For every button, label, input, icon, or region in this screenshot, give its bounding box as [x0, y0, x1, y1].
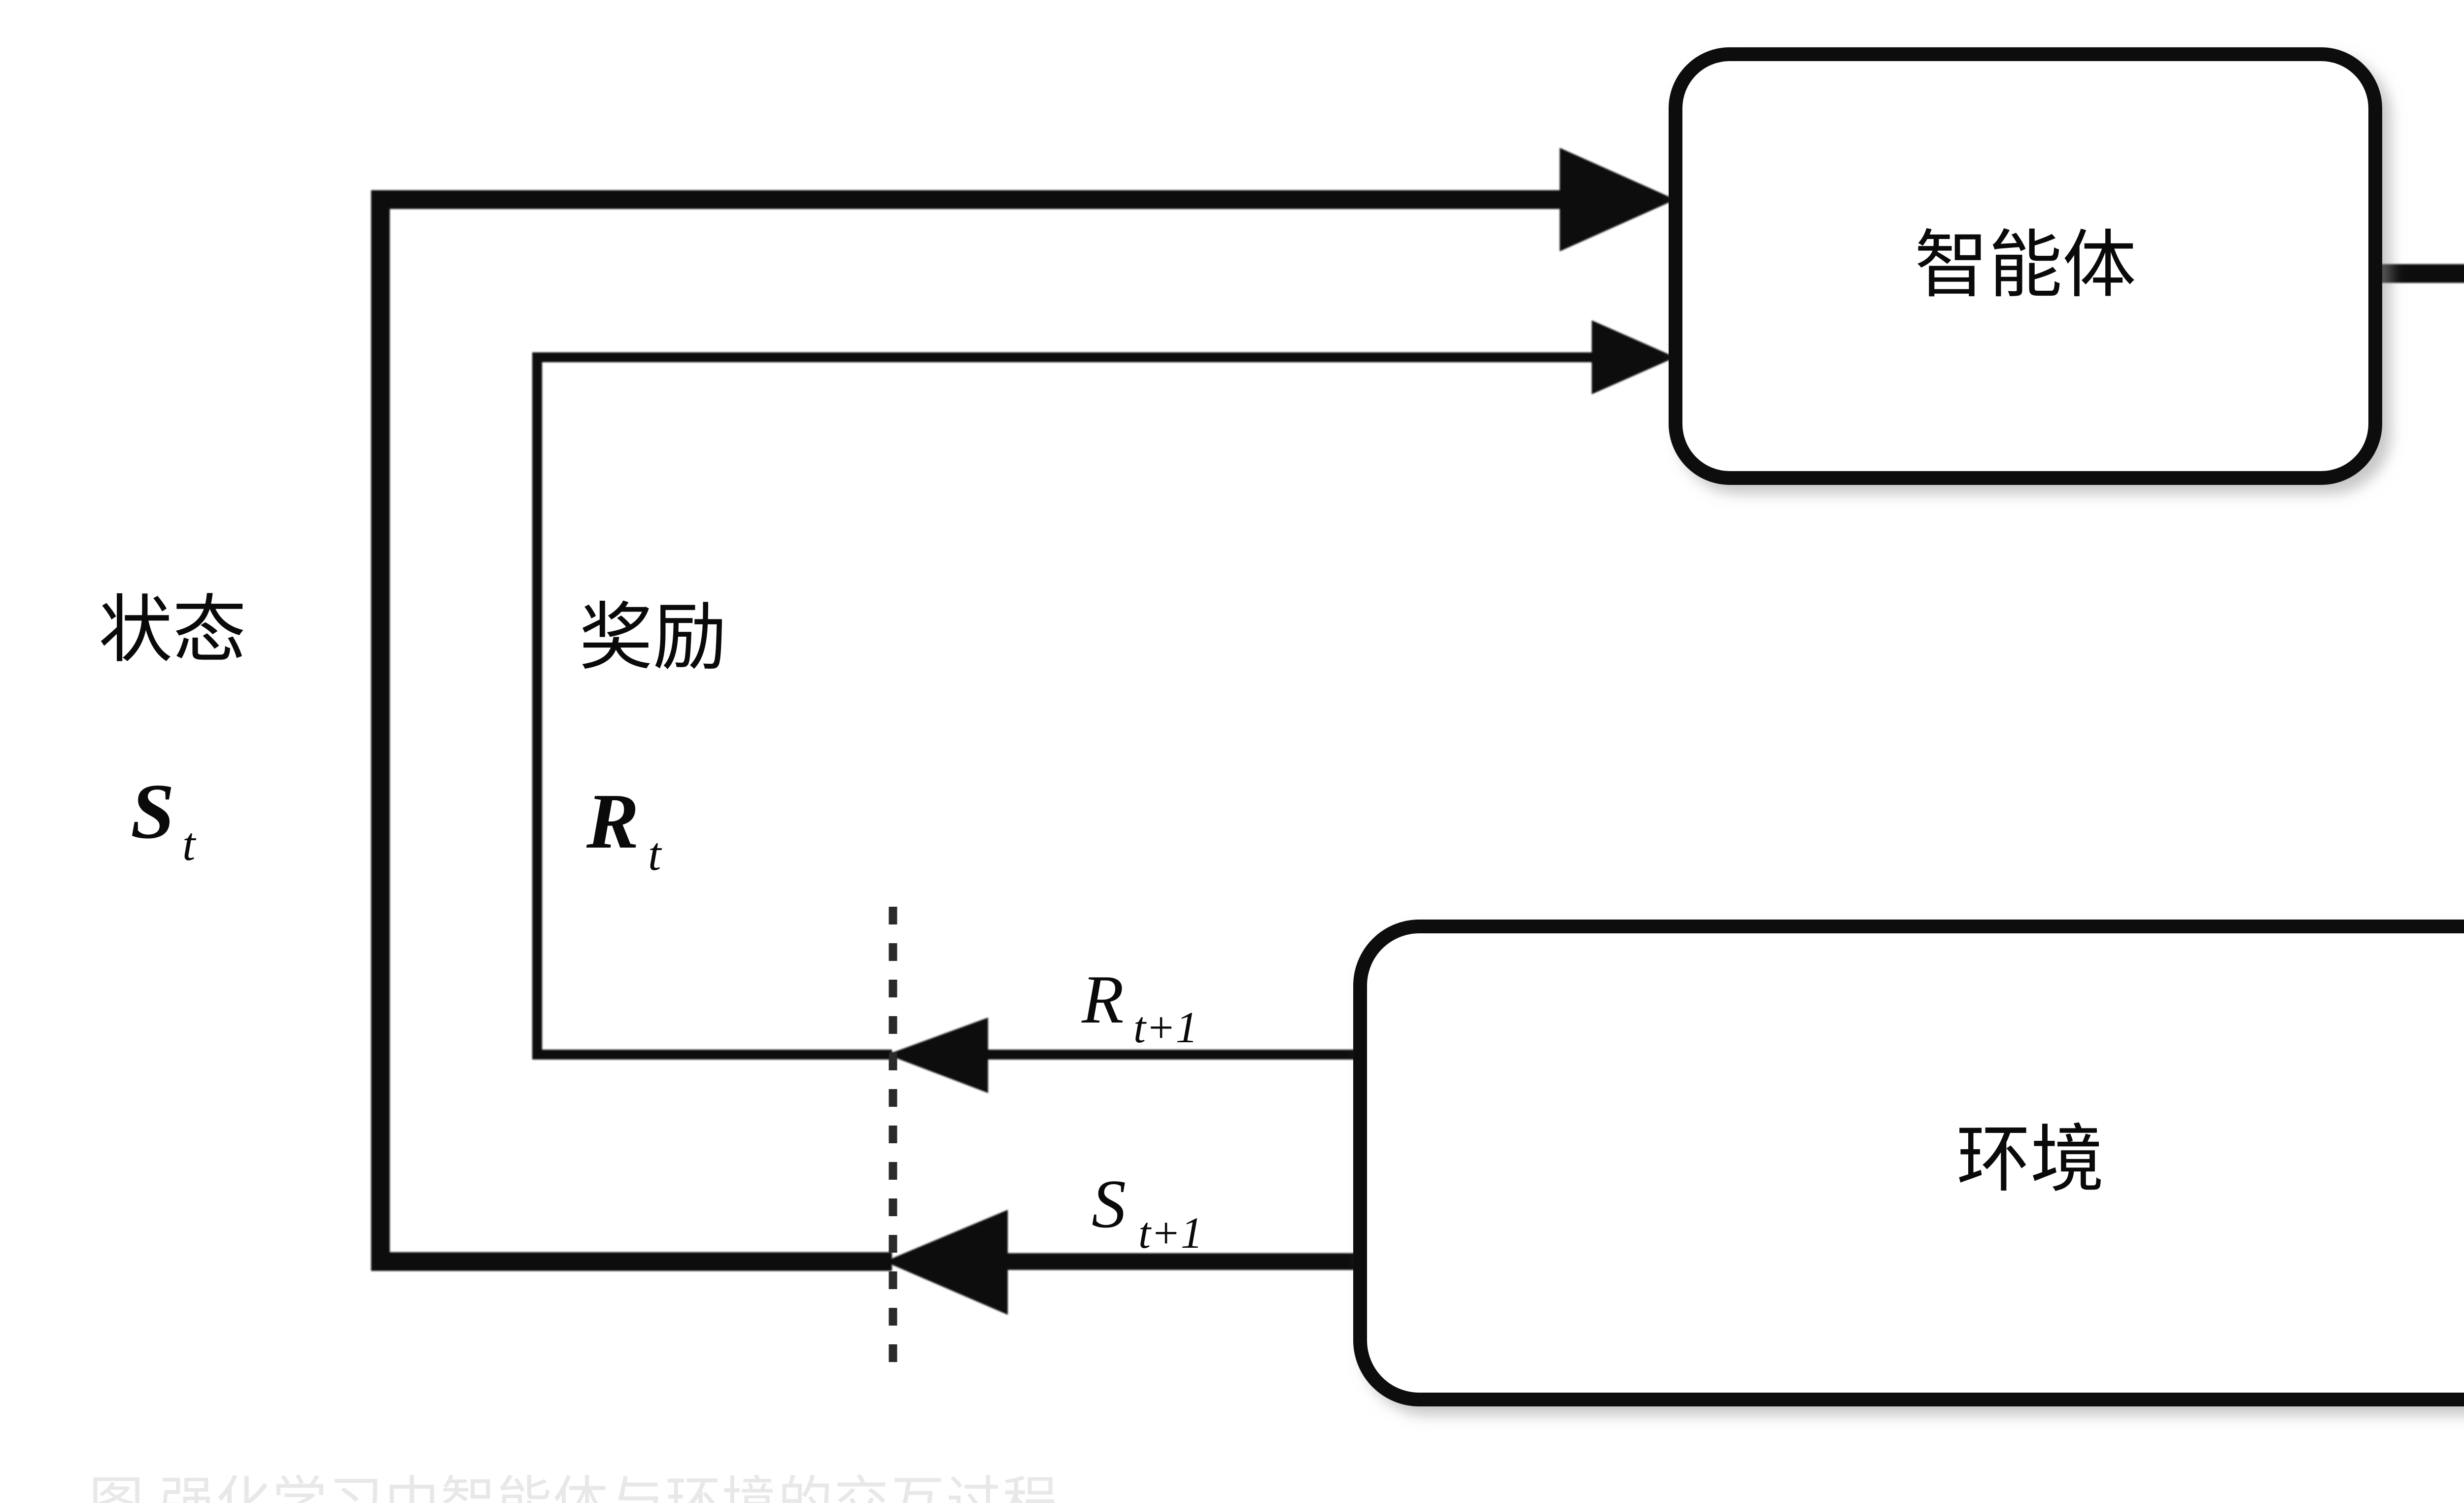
- state-feedback-path: [371, 148, 1676, 1271]
- environment-box[interactable]: [1353, 920, 2464, 1406]
- state-next-label-group: S t+1: [1092, 1166, 1203, 1258]
- environment-node[interactable]: 环境: [1353, 920, 2464, 1406]
- state-arrowhead-into-agent: [1560, 148, 1676, 251]
- figure-caption: 图 强化学习中智能体与环境的交互过程: [89, 1472, 1059, 1503]
- reward-next-symbol: R: [1081, 961, 1124, 1038]
- reward-label-group: 奖励 R t: [579, 597, 727, 880]
- reward-symbol: R: [586, 777, 639, 865]
- reward-symbol-subscript: t: [648, 828, 662, 880]
- state-arrowhead-at-divider: [885, 1210, 1008, 1315]
- reward-next-label-group: R t+1: [1081, 961, 1198, 1052]
- reward-emission-arrow: [887, 1018, 1360, 1093]
- agent-node[interactable]: 智能体: [1669, 47, 2382, 485]
- state-next-subscript: t+1: [1138, 1209, 1203, 1258]
- agent-box[interactable]: [1669, 47, 2382, 485]
- state-symbol: S: [131, 767, 174, 855]
- reward-cjk-label: 奖励: [579, 597, 727, 679]
- reward-next-subscript: t+1: [1133, 1003, 1198, 1052]
- reward-arrowhead-into-agent: [1592, 320, 1676, 394]
- reward-arrowhead-at-divider: [887, 1018, 988, 1093]
- state-symbol-subscript: t: [182, 818, 197, 870]
- agent-label: 智能体: [1915, 225, 2136, 307]
- state-next-symbol: S: [1092, 1166, 1126, 1242]
- environment-label: 环境: [1956, 1119, 2104, 1201]
- state-label-group: 状态 S t: [99, 590, 246, 870]
- reward-feedback-path: [532, 320, 1676, 1059]
- state-cjk-label: 状态: [99, 590, 246, 672]
- state-emission-arrow: [885, 1210, 1360, 1315]
